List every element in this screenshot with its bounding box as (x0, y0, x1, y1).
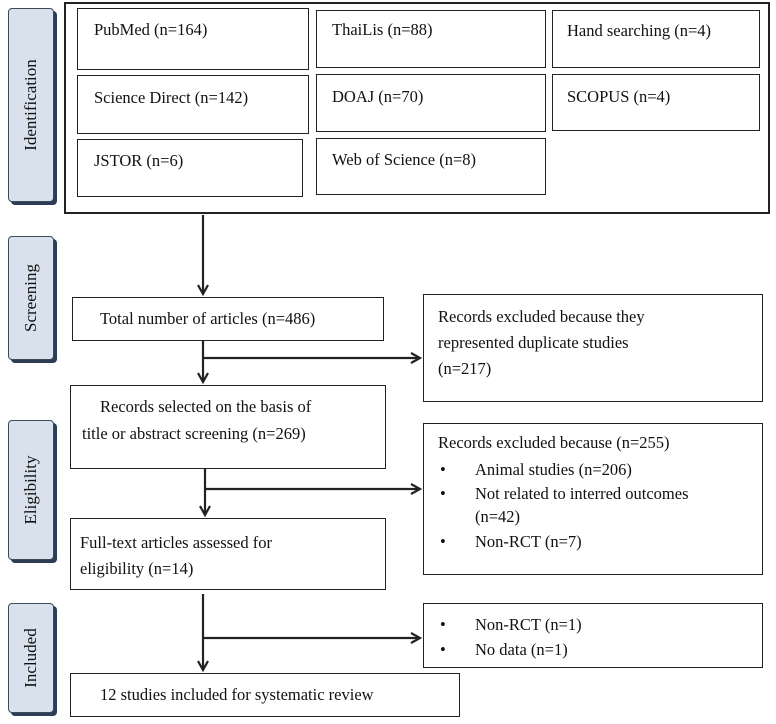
source-thailis-box (316, 10, 546, 68)
included-studies: 12 studies included for systematic revie… (100, 685, 374, 704)
fulltext-box (70, 518, 386, 590)
total-articles-box (72, 297, 384, 341)
bullet-1: • (440, 460, 446, 479)
excluded-duplicates-line2: represented duplicate studies (438, 333, 629, 352)
source-scopus: SCOPUS (n=4) (567, 87, 671, 106)
source-hand-box (552, 10, 760, 68)
excluded-nodata: No data (n=1) (475, 640, 568, 659)
source-jstor: JSTOR (n=6) (94, 151, 184, 170)
bullet-4: • (440, 615, 446, 634)
excluded-duplicates-line1: Records excluded because they (438, 307, 645, 326)
source-sciencedirect-box (77, 75, 309, 134)
excluded-nonrct-1: Non-RCT (n=1) (475, 615, 582, 634)
source-wos-box (316, 138, 546, 195)
excluded-nonrct-7: Non-RCT (n=7) (475, 532, 582, 551)
total-articles: Total number of articles (n=486) (100, 309, 316, 328)
records-selected-box (70, 385, 386, 469)
source-pubmed: PubMed (n=164) (94, 20, 208, 39)
bullet-3: • (440, 532, 446, 551)
source-scopus-box (552, 74, 760, 131)
stage-identification: Identification (8, 8, 54, 202)
bullet-5: • (440, 640, 446, 659)
stage-screening: Screening (8, 236, 54, 360)
excluded-notrelated-line1: Not related to interred outcomes (475, 484, 689, 503)
bullet-2: • (440, 484, 446, 503)
fulltext-line1: Full-text articles assessed for (80, 533, 272, 552)
excluded-notrelated-line2: (n=42) (475, 507, 521, 526)
source-thailis: ThaiLis (n=88) (332, 20, 433, 39)
source-hand: Hand searching (n=4) (567, 21, 712, 40)
excluded-duplicates-line3: (n=217) (438, 359, 492, 378)
excluded-animal: Animal studies (n=206) (475, 460, 632, 479)
records-selected-line1: Records selected on the basis of (100, 397, 312, 416)
excluded-criteria-box (423, 423, 763, 575)
source-wos: Web of Science (n=8) (332, 150, 477, 169)
included-box (70, 673, 460, 717)
source-doaj: DOAJ (n=70) (332, 87, 424, 106)
records-selected-line2: title or abstract screening (n=269) (82, 424, 306, 443)
source-doaj-box (316, 74, 546, 132)
stage-eligibility: Eligibility (8, 420, 54, 560)
fulltext-line2: eligibility (n=14) (80, 559, 194, 578)
excluded-final-box (423, 603, 763, 668)
source-jstor-box (77, 139, 303, 197)
source-pubmed-box (77, 8, 309, 70)
stage-included: Included (8, 603, 54, 713)
excluded-duplicates-box (423, 294, 763, 402)
source-sciencedirect: Science Direct (n=142) (94, 88, 249, 107)
excluded-criteria-title: Records excluded because (n=255) (438, 433, 670, 452)
